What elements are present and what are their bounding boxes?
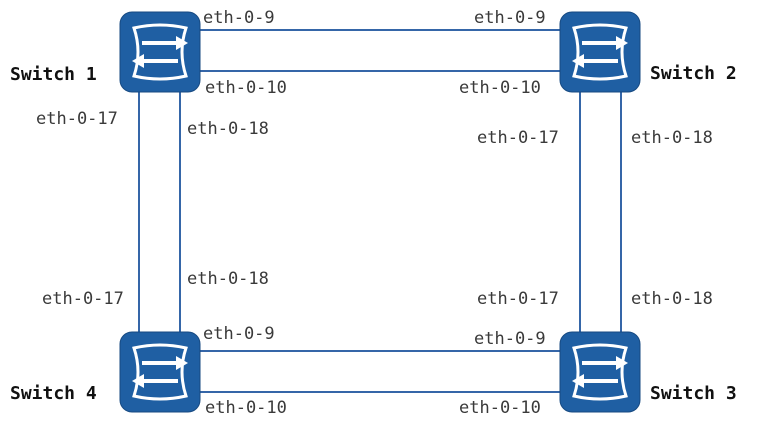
switch-1[interactable] bbox=[118, 10, 202, 94]
port-label: eth-0-9 bbox=[474, 329, 546, 349]
switch-4-label: Switch 4 bbox=[10, 383, 97, 404]
network-switch-icon bbox=[558, 330, 642, 414]
network-switch-icon bbox=[118, 10, 202, 94]
switch-1-label: Switch 1 bbox=[10, 64, 97, 85]
switch-2-label: Switch 2 bbox=[650, 63, 737, 84]
switch-3-label: Switch 3 bbox=[650, 383, 737, 404]
port-label: eth-0-17 bbox=[42, 289, 124, 309]
port-label: eth-0-10 bbox=[205, 78, 287, 98]
switch-3[interactable] bbox=[558, 330, 642, 414]
port-label: eth-0-10 bbox=[205, 398, 287, 418]
port-label: eth-0-17 bbox=[36, 109, 118, 129]
switch-4[interactable] bbox=[118, 330, 202, 414]
port-label: eth-0-10 bbox=[459, 398, 541, 418]
port-label: eth-0-18 bbox=[631, 289, 713, 309]
network-switch-icon bbox=[118, 330, 202, 414]
switch-2[interactable] bbox=[558, 10, 642, 94]
port-label: eth-0-17 bbox=[477, 128, 559, 148]
port-label: eth-0-9 bbox=[474, 8, 546, 28]
port-label: eth-0-10 bbox=[459, 78, 541, 98]
port-label: eth-0-17 bbox=[477, 289, 559, 309]
port-label: eth-0-9 bbox=[203, 8, 275, 28]
port-label: eth-0-18 bbox=[187, 269, 269, 289]
port-label: eth-0-18 bbox=[187, 119, 269, 139]
port-label: eth-0-9 bbox=[203, 324, 275, 344]
port-label: eth-0-18 bbox=[631, 128, 713, 148]
network-switch-icon bbox=[558, 10, 642, 94]
